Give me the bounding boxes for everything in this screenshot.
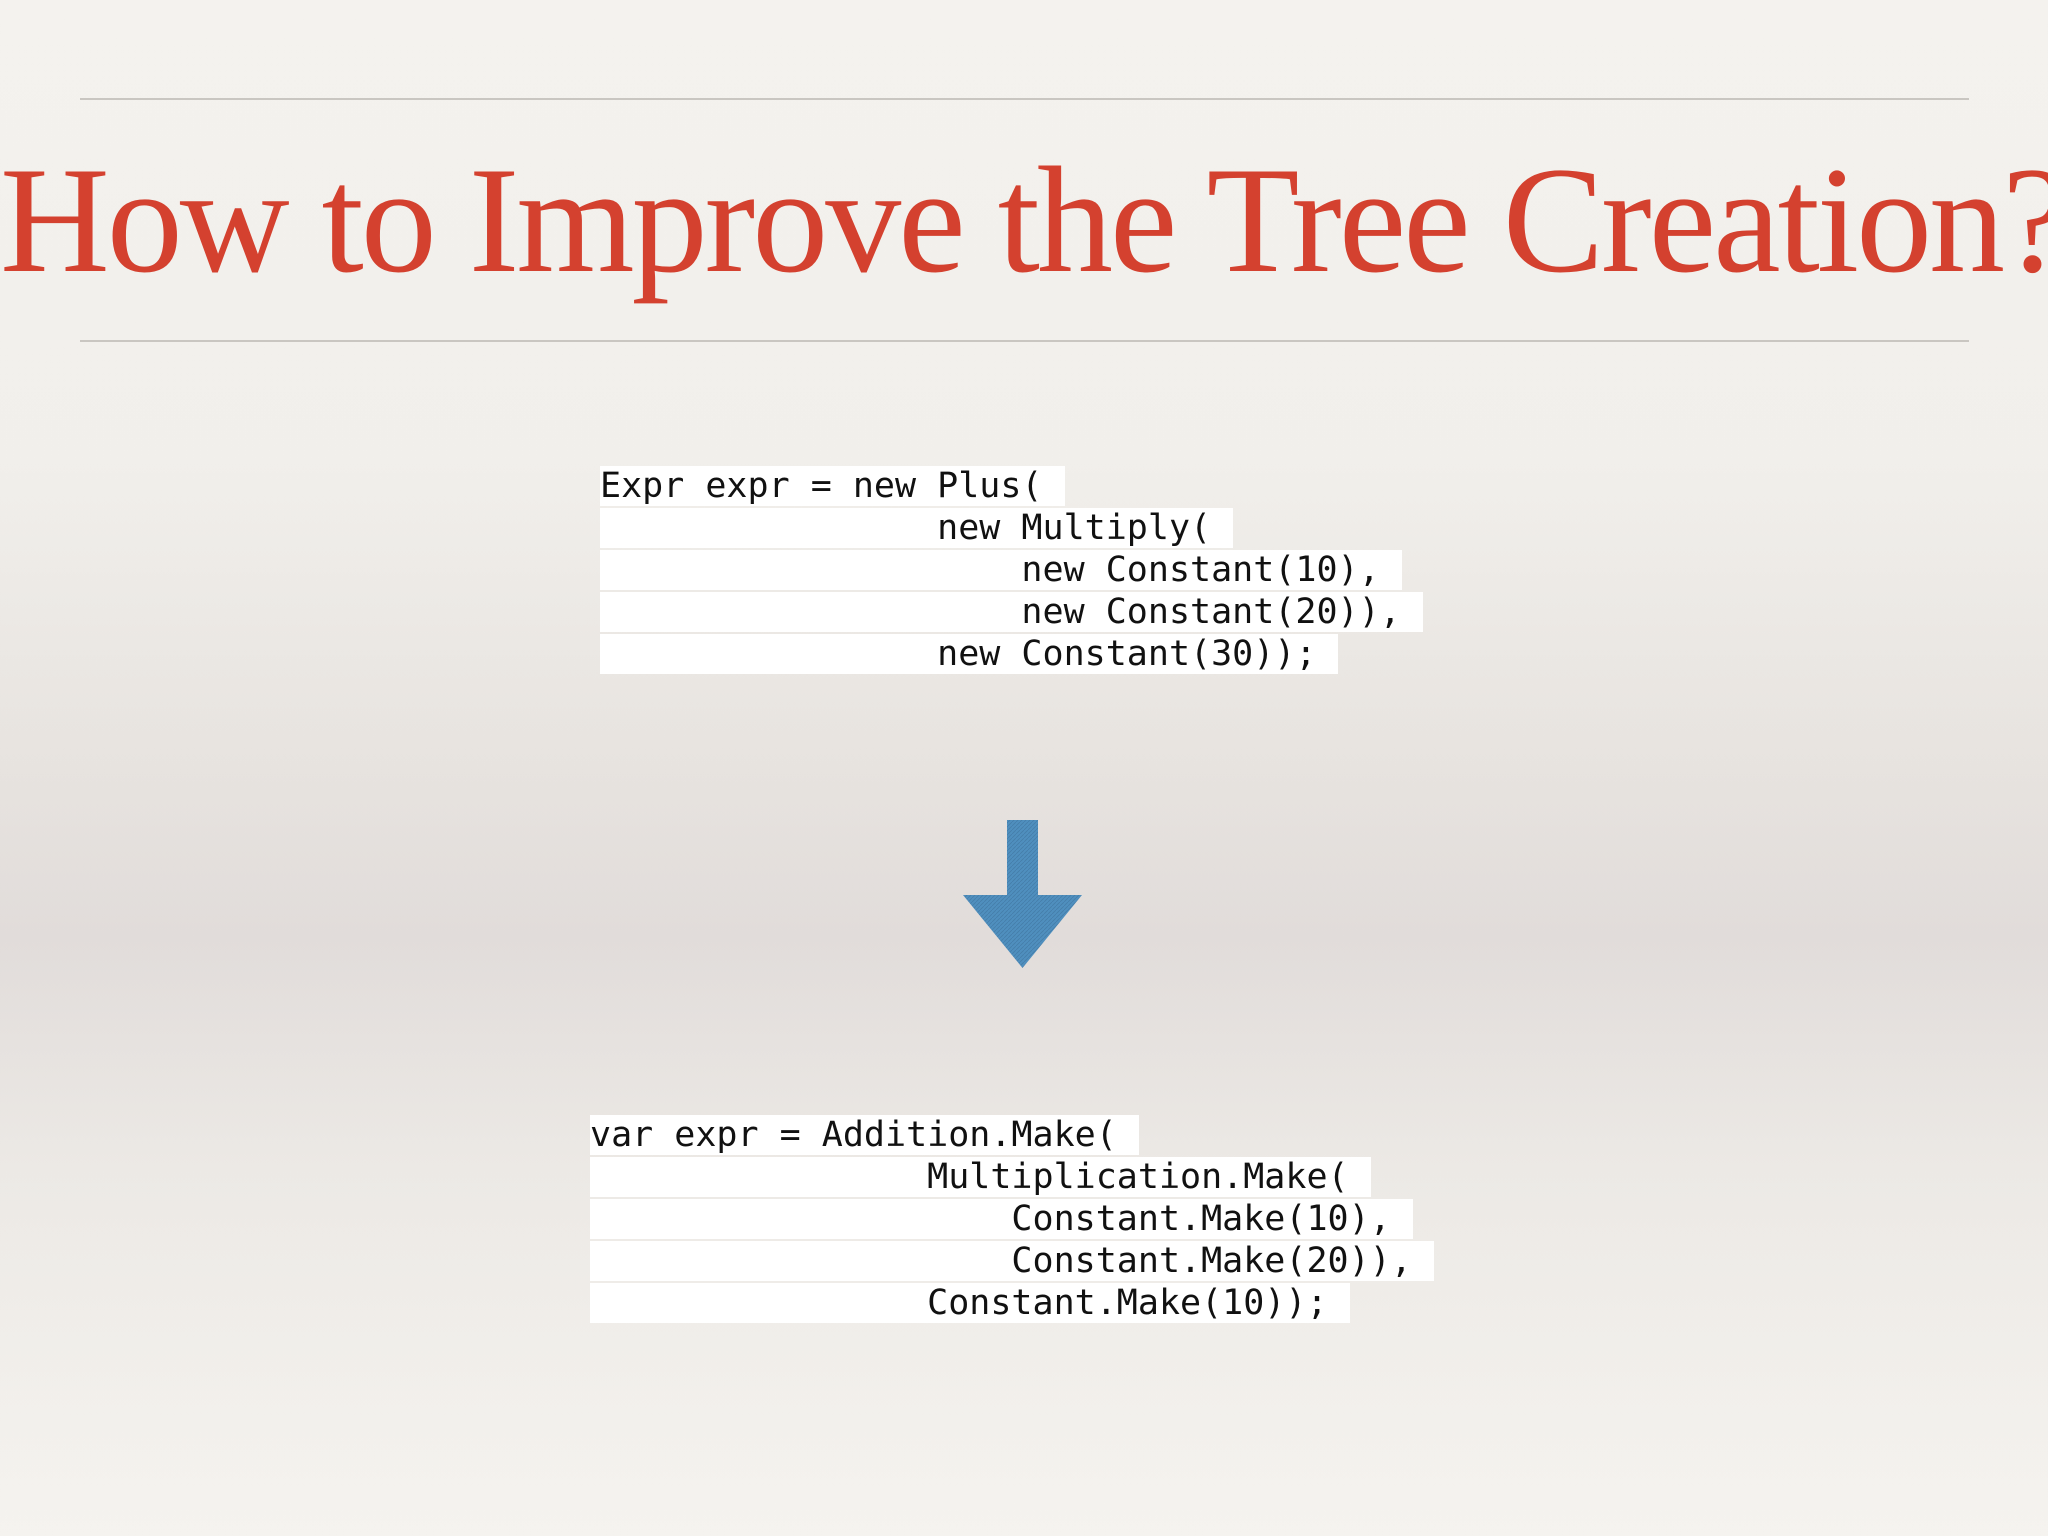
code-line: Constant.Make(10), bbox=[590, 1198, 1434, 1240]
code-block-after: var expr = Addition.Make( Multiplication… bbox=[590, 1114, 1434, 1324]
code-line: new Constant(30)); bbox=[600, 633, 1423, 675]
code-line: Constant.Make(20)), bbox=[590, 1240, 1434, 1282]
code-line: Constant.Make(10)); bbox=[590, 1282, 1434, 1324]
code-line: Expr expr = new Plus( bbox=[600, 465, 1423, 507]
code-line: new Multiply( bbox=[600, 507, 1423, 549]
code-line: var expr = Addition.Make( bbox=[590, 1114, 1434, 1156]
code-block-before: Expr expr = new Plus( new Multiply( new … bbox=[600, 465, 1423, 675]
code-line: new Constant(20)), bbox=[600, 591, 1423, 633]
title-rule-top bbox=[80, 98, 1969, 100]
code-line: new Constant(10), bbox=[600, 549, 1423, 591]
title-rule-bottom bbox=[80, 340, 1969, 342]
arrow-down-icon bbox=[963, 820, 1082, 968]
code-line: Multiplication.Make( bbox=[590, 1156, 1434, 1198]
slide-title: How to Improve the Tree Creation? bbox=[0, 136, 2048, 304]
